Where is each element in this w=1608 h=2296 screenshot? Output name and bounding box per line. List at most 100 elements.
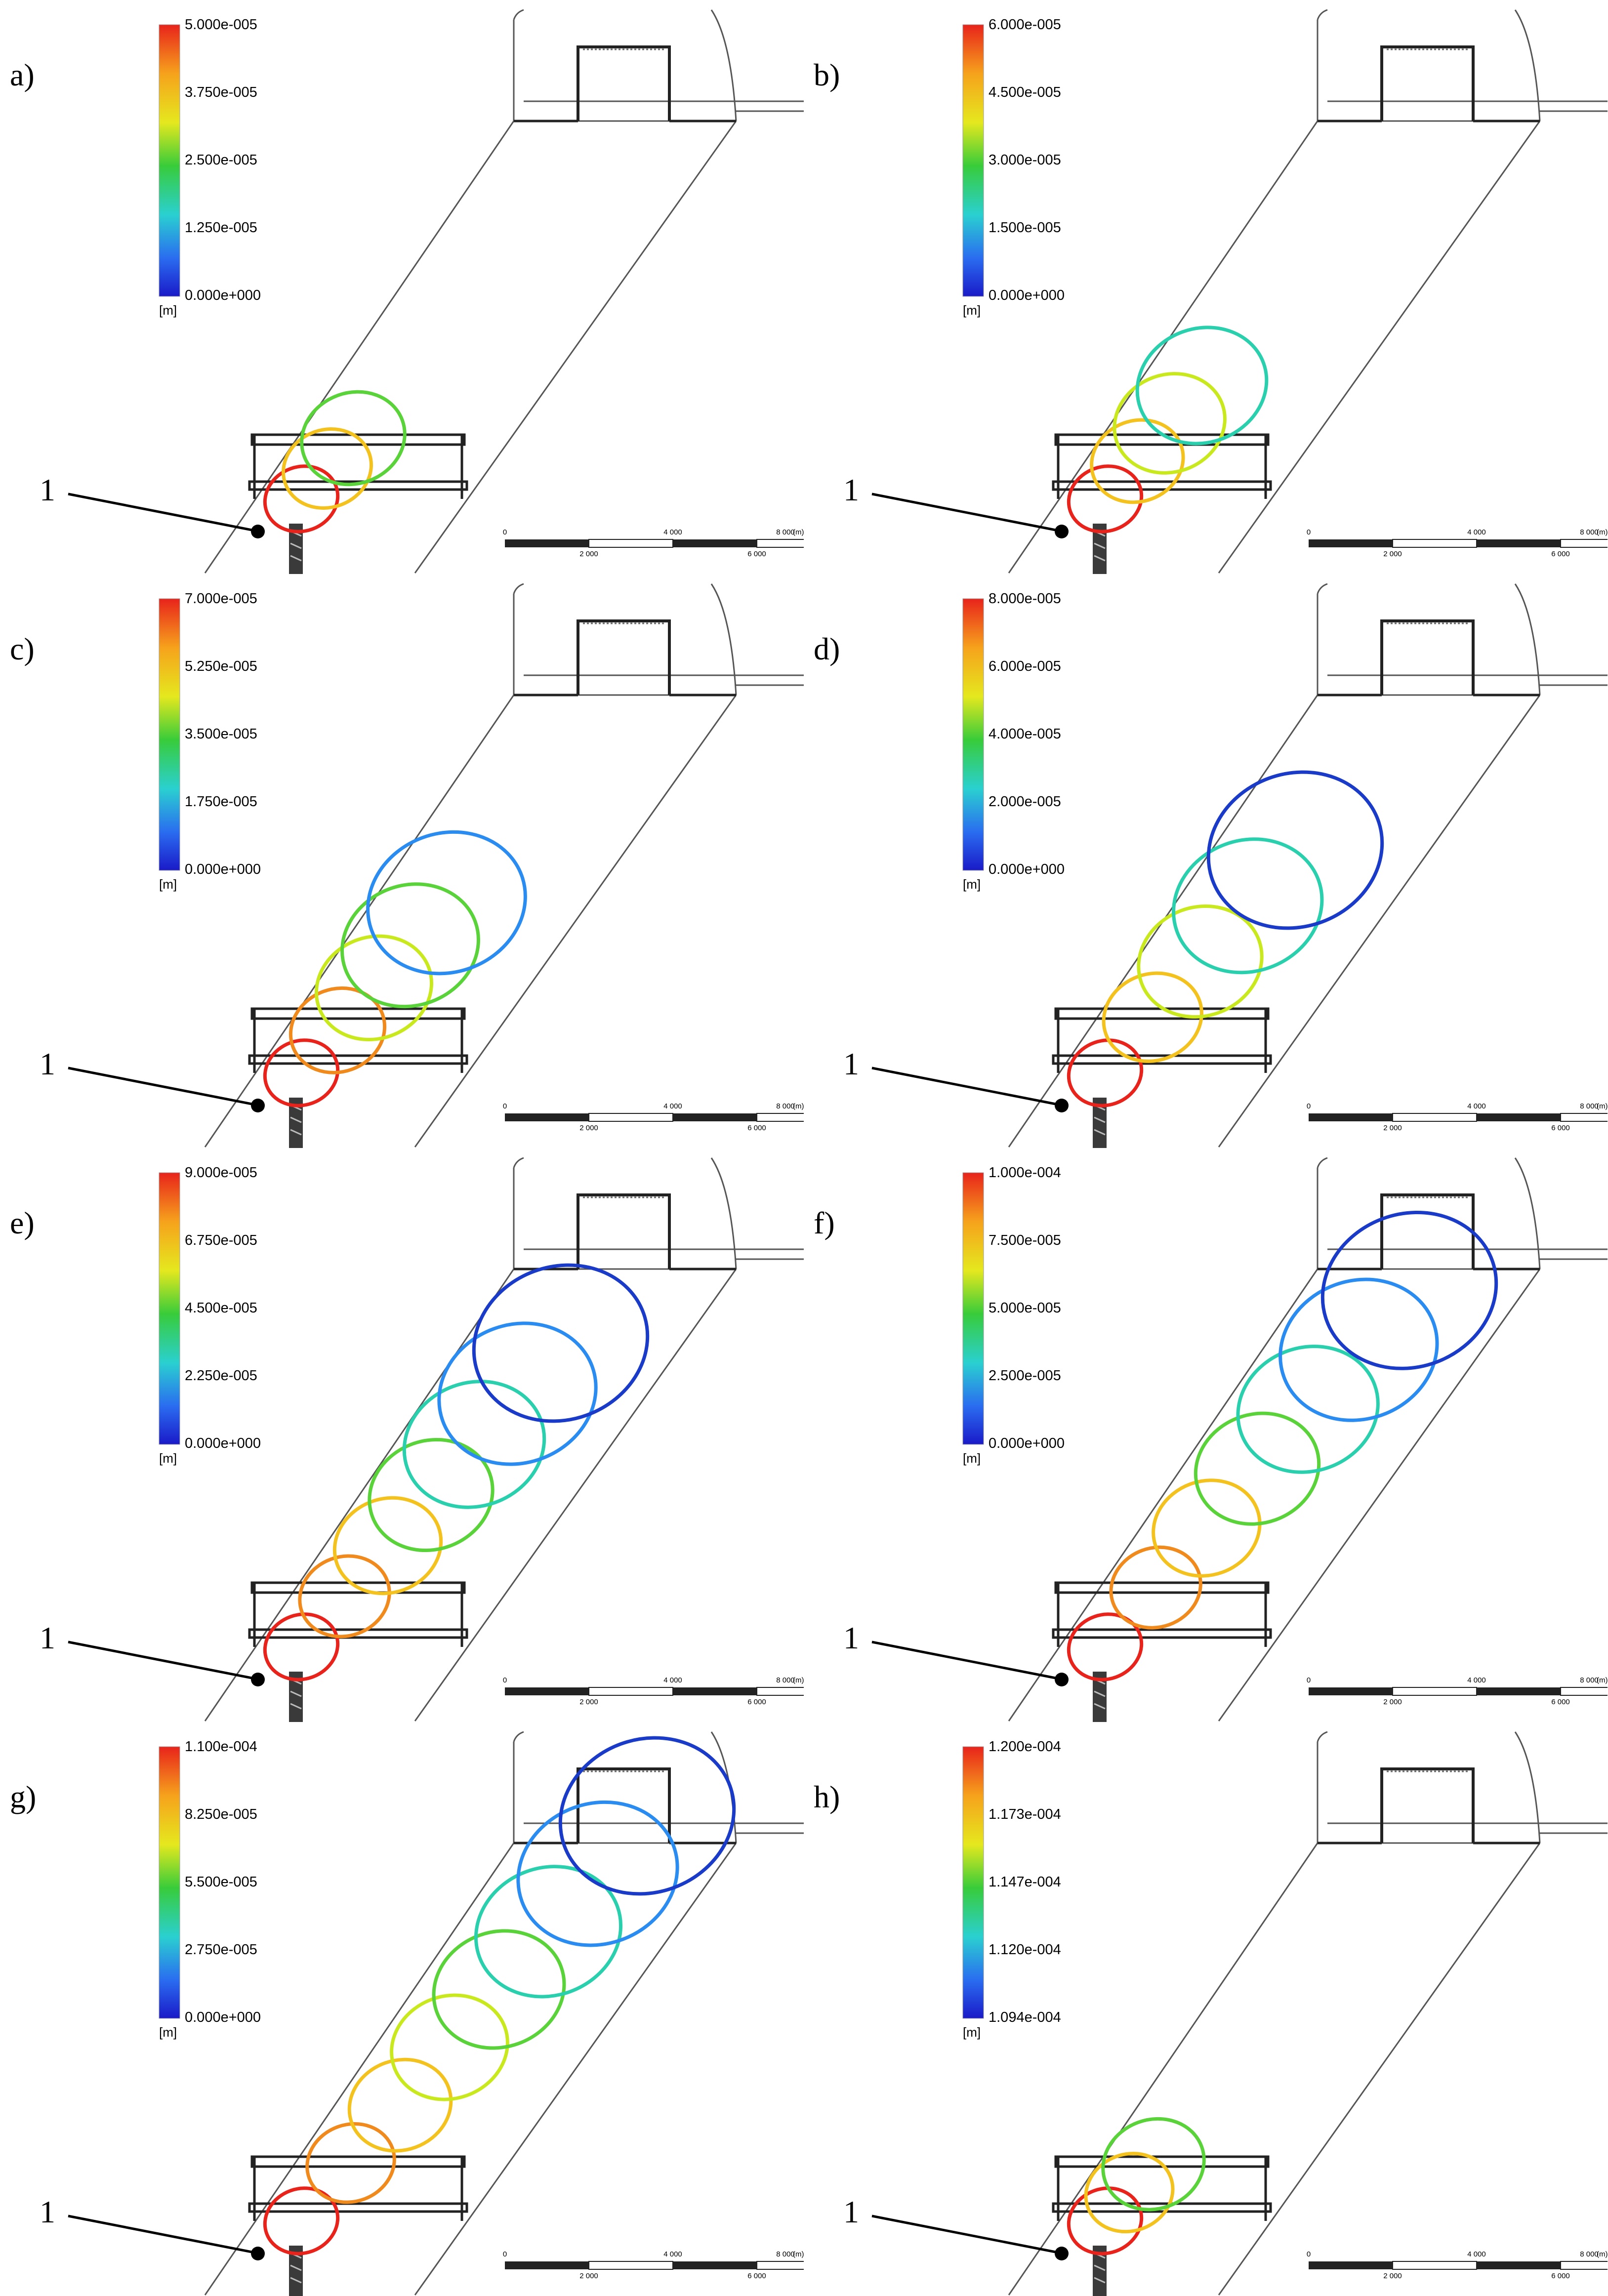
trajectory-loop bbox=[472, 1263, 650, 1423]
corridor-right-edge bbox=[1218, 695, 1541, 1148]
scale-bar-label: 6 000 bbox=[747, 2272, 766, 2280]
bench-top-rail bbox=[250, 2155, 466, 2168]
corridor-right-edge bbox=[414, 695, 737, 1148]
legend-tick-label: 0.000e+000 bbox=[185, 287, 261, 303]
scale-bar bbox=[505, 2261, 804, 2270]
trajectory-loop bbox=[1084, 2152, 1175, 2234]
scale-seg-3 bbox=[673, 1687, 757, 1695]
scene-svg bbox=[68, 583, 804, 1148]
back-wall-top bbox=[513, 583, 524, 594]
scale-bar-label: 8 000 bbox=[776, 528, 795, 536]
legend-tick-label: 7.000e-005 bbox=[185, 591, 257, 607]
trajectory-group bbox=[1067, 1211, 1498, 1681]
dome-arc bbox=[1514, 1731, 1541, 1844]
scale-bar-label: 8 000 bbox=[1580, 528, 1599, 536]
legend-tick-label: 1.000e-004 bbox=[989, 1165, 1061, 1181]
pointer-line bbox=[68, 2214, 257, 2255]
scale-seg-1 bbox=[505, 1113, 589, 1121]
scale-bar-label: 6 000 bbox=[747, 550, 766, 558]
bench bbox=[248, 1581, 468, 1647]
pointer-dot bbox=[1055, 1099, 1069, 1112]
bench bbox=[248, 2155, 468, 2221]
legend-tick-label: 0.000e+000 bbox=[185, 861, 261, 877]
scale-bar-label: 2 000 bbox=[579, 1124, 598, 1132]
scale-bar-unit: (m) bbox=[793, 1102, 804, 1110]
scale-bar-unit: (m) bbox=[793, 528, 804, 536]
legend-tick-label: 1.200e-004 bbox=[989, 1739, 1061, 1755]
legend-colorbar bbox=[962, 1172, 984, 1445]
scale-seg-1 bbox=[505, 539, 589, 547]
legend-tick-label: 2.250e-005 bbox=[185, 1368, 257, 1384]
back-wall-top bbox=[1317, 583, 1328, 594]
scale-seg-4 bbox=[1560, 2261, 1608, 2270]
scale-bar-unit: (m) bbox=[793, 2250, 804, 2258]
scale-bar-label: 2 000 bbox=[1383, 550, 1402, 558]
door bbox=[1380, 619, 1475, 695]
corridor-right-edge bbox=[1218, 121, 1541, 574]
back-wall-top bbox=[1317, 1731, 1328, 1742]
legend-tick-label: 1.120e-004 bbox=[989, 1942, 1061, 1958]
trajectory-loop bbox=[1067, 1612, 1144, 1681]
room-geometry bbox=[204, 1157, 804, 1722]
scale-seg-2 bbox=[588, 1113, 673, 1122]
trajectory-loop bbox=[300, 390, 407, 487]
corridor-left-edge bbox=[204, 1269, 515, 1722]
scale-bar-label: 6 000 bbox=[747, 1698, 766, 1706]
legend-tick-label: 1.500e-005 bbox=[989, 220, 1061, 236]
scale-bar bbox=[505, 539, 804, 548]
scale-seg-1 bbox=[1309, 1687, 1393, 1695]
legend-unit: [m] bbox=[159, 1451, 177, 1466]
trajectory-group bbox=[263, 1736, 736, 2255]
scale-bar-label: 2 000 bbox=[579, 2272, 598, 2280]
scale-bar-label: 8 000 bbox=[1580, 1676, 1599, 1684]
scale-bar-unit: (m) bbox=[1597, 528, 1608, 536]
back-wall-top bbox=[513, 1157, 524, 1168]
scale-bar-label: 0 bbox=[1306, 528, 1311, 536]
legend-tick-label: 4.500e-005 bbox=[185, 1300, 257, 1316]
scale-bar-label: 0 bbox=[502, 2250, 507, 2258]
scale-bar-unit: (m) bbox=[1597, 1102, 1608, 1110]
door bbox=[577, 1193, 671, 1269]
scale-bar-label: 8 000 bbox=[1580, 2250, 1599, 2258]
scene-svg bbox=[871, 1157, 1608, 1722]
corridor-right-edge bbox=[1218, 1269, 1541, 1722]
scale-seg-1 bbox=[1309, 539, 1393, 547]
bench bbox=[1052, 1581, 1272, 1647]
legend-tick-label: 5.000e-005 bbox=[989, 1300, 1061, 1316]
pointer-line bbox=[871, 1640, 1061, 1681]
scale-bar-label: 8 000 bbox=[776, 1676, 795, 1684]
room-geometry bbox=[1008, 9, 1608, 574]
legend-colorbar bbox=[962, 1746, 984, 2019]
scale-bar bbox=[505, 1687, 804, 1696]
legend-unit: [m] bbox=[159, 877, 177, 892]
panel-label: h) bbox=[814, 1779, 840, 1814]
legend-tick-label: 6.750e-005 bbox=[185, 1232, 257, 1248]
trajectory-loop bbox=[558, 1736, 736, 1896]
trajectory-loop bbox=[305, 2122, 396, 2204]
legend-unit: [m] bbox=[963, 877, 981, 892]
trajectory-loop bbox=[366, 830, 527, 976]
scale-bar-label: 6 000 bbox=[1551, 1698, 1570, 1706]
legend-tick-label: 8.000e-005 bbox=[989, 591, 1061, 607]
pointer-dot bbox=[251, 1673, 265, 1686]
door bbox=[577, 619, 671, 695]
scale-bar-label: 0 bbox=[502, 1102, 507, 1110]
scale-seg-3 bbox=[1477, 539, 1561, 547]
bench-bottom-rail bbox=[1052, 480, 1272, 491]
pointer-line bbox=[68, 492, 257, 533]
scale-bar-label: 6 000 bbox=[1551, 550, 1570, 558]
legend-tick-label: 1.147e-004 bbox=[989, 1874, 1061, 1890]
legend-tick-label: 6.000e-005 bbox=[989, 658, 1061, 674]
trajectory-loop bbox=[1194, 1411, 1321, 1526]
scale-bar-label: 0 bbox=[1306, 1676, 1311, 1684]
scale-bar-label: 0 bbox=[1306, 2250, 1311, 2258]
legend-tick-label: 2.500e-005 bbox=[185, 152, 257, 168]
trajectory-loop bbox=[263, 1612, 340, 1681]
scale-bar bbox=[1309, 1687, 1608, 1696]
scale-bar-label: 4 000 bbox=[663, 1676, 682, 1684]
room-geometry bbox=[204, 1731, 804, 2296]
legend-tick-label: 0.000e+000 bbox=[185, 2009, 261, 2025]
bench-bottom-rail bbox=[248, 480, 468, 491]
